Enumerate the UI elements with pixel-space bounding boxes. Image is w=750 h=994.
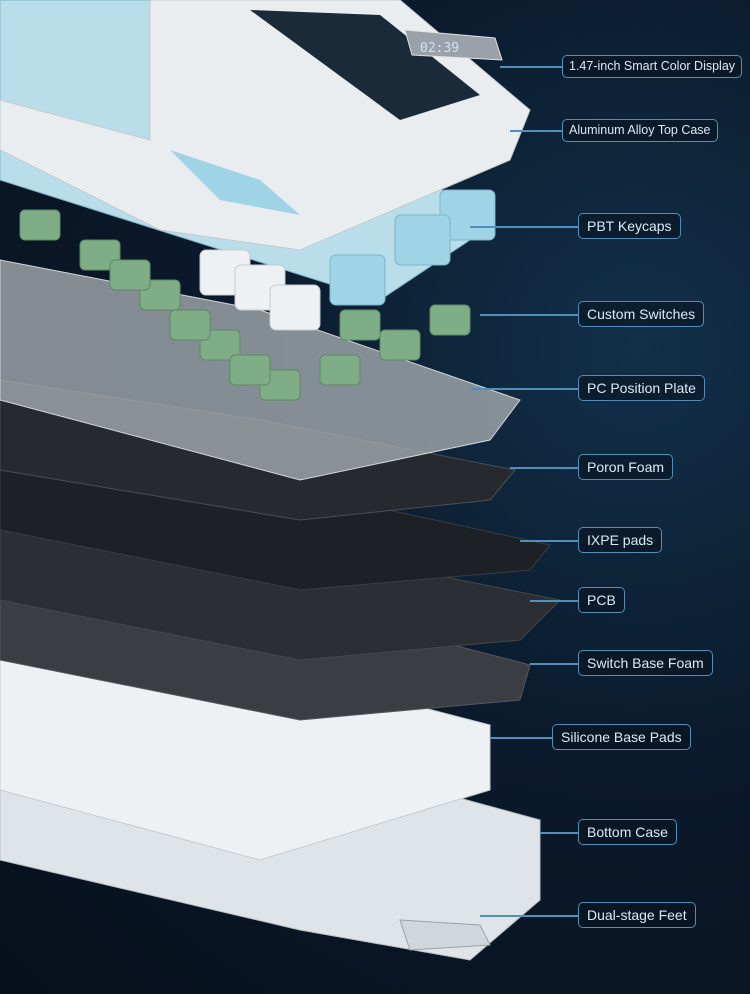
leader-line bbox=[510, 467, 578, 469]
leader-line bbox=[490, 737, 552, 739]
label-ixpe-pads: IXPE pads bbox=[578, 527, 663, 553]
switches-group bbox=[19, 209, 471, 401]
aluminum-top-case bbox=[0, 0, 531, 251]
label-smart-display: 1.47-inch Smart Color Display bbox=[562, 55, 743, 78]
leader-line bbox=[470, 226, 578, 228]
label-custom-switches: Custom Switches bbox=[578, 301, 705, 327]
label-pc-plate: PC Position Plate bbox=[578, 375, 705, 401]
label-dual-stage-feet: Dual-stage Feet bbox=[578, 902, 696, 928]
leader-line bbox=[510, 130, 562, 132]
leader-line bbox=[530, 600, 578, 602]
leader-line bbox=[530, 663, 578, 665]
label-silicone-base-pads: Silicone Base Pads bbox=[552, 724, 691, 750]
label-top-case: Aluminum Alloy Top Case bbox=[562, 119, 718, 142]
label-poron-foam: Poron Foam bbox=[578, 454, 674, 480]
leader-line bbox=[540, 832, 578, 834]
label-bottom-case: Bottom Case bbox=[578, 819, 677, 845]
label-pbt-keycaps: PBT Keycaps bbox=[578, 213, 681, 239]
leader-line bbox=[480, 915, 578, 917]
label-pcb: PCB bbox=[578, 587, 625, 613]
leader-line bbox=[520, 540, 578, 542]
leader-line bbox=[470, 388, 578, 390]
smart-display: 02:39 bbox=[404, 29, 503, 61]
dual-stage-feet bbox=[399, 919, 491, 951]
label-switch-base-foam: Switch Base Foam bbox=[578, 650, 713, 676]
leader-line bbox=[500, 66, 562, 68]
display-time: 02:39 bbox=[420, 41, 459, 56]
leader-line bbox=[480, 314, 578, 316]
